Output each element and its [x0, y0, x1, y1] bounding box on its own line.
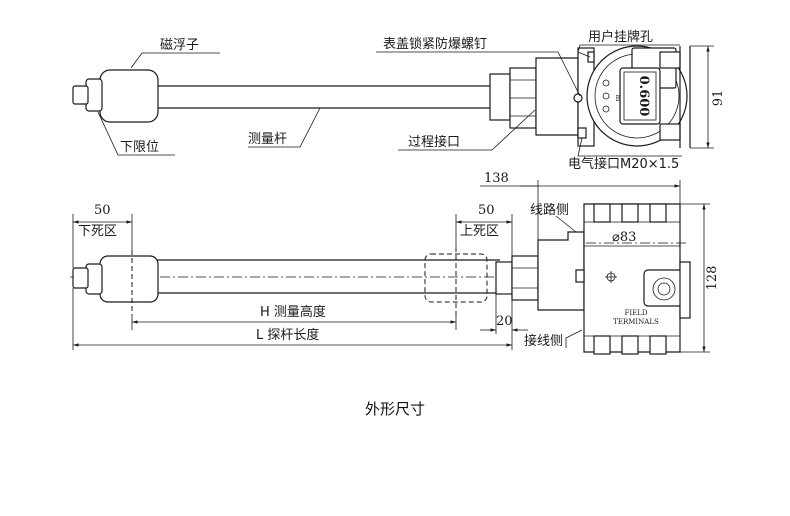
label-process-connection: 过程接口 — [408, 134, 460, 150]
label-lower-limit: 下限位 — [120, 140, 159, 155]
label-user-tag-hole: 用户挂牌孔 — [588, 29, 653, 45]
dim-dia-83: ⌀83 — [612, 230, 636, 245]
lid-lock-screw-mark — [573, 93, 583, 103]
label-measuring-height: H 测量高度 — [260, 304, 326, 320]
cable-gland — [652, 277, 676, 301]
dim-lower-dead-50: 50 — [94, 203, 111, 218]
svg-text:m: m — [614, 95, 622, 102]
magnetic-float-body — [99, 69, 159, 123]
label-lid-lock-screw: 表盖锁紧防爆螺钉 — [383, 36, 487, 52]
label-upper-dead-zone: 上死区 — [460, 224, 499, 239]
top-view: 0.600 m 91 磁浮子 下限位 测量杆 过程接口 表盖锁紧防爆螺钉 用户挂… — [72, 29, 726, 172]
label-electrical-connection: 电气接口M20×1.5 — [568, 156, 679, 172]
label-probe-length: L 探杆长度 — [256, 327, 319, 343]
dim-128: 128 — [705, 266, 720, 291]
svg-text:0.600: 0.600 — [636, 76, 651, 117]
svg-text:TERMINALS: TERMINALS — [613, 318, 659, 326]
dim-91: 91 — [711, 90, 726, 107]
dim-upper-dead-50: 50 — [478, 203, 495, 218]
float-upper-position — [424, 253, 488, 303]
label-magnetic-float: 磁浮子 — [160, 38, 199, 53]
svg-text:FIELD: FIELD — [625, 309, 648, 317]
figure-caption: 外形尺寸 — [364, 400, 425, 418]
dim-20: 20 — [496, 314, 513, 329]
dim-138: 138 — [484, 171, 509, 186]
label-lower-dead-zone: 下死区 — [78, 224, 117, 239]
label-terminal-side: 接线侧 — [524, 333, 563, 349]
label-line-side: 线路侧 — [530, 202, 569, 218]
label-measuring-rod: 测量杆 — [248, 132, 287, 147]
display-readout: 0.600 — [636, 76, 651, 117]
bottom-view: FIELD TERMINALS ⌀83 128 138 线路侧 接线侧 50 下… — [70, 171, 720, 355]
